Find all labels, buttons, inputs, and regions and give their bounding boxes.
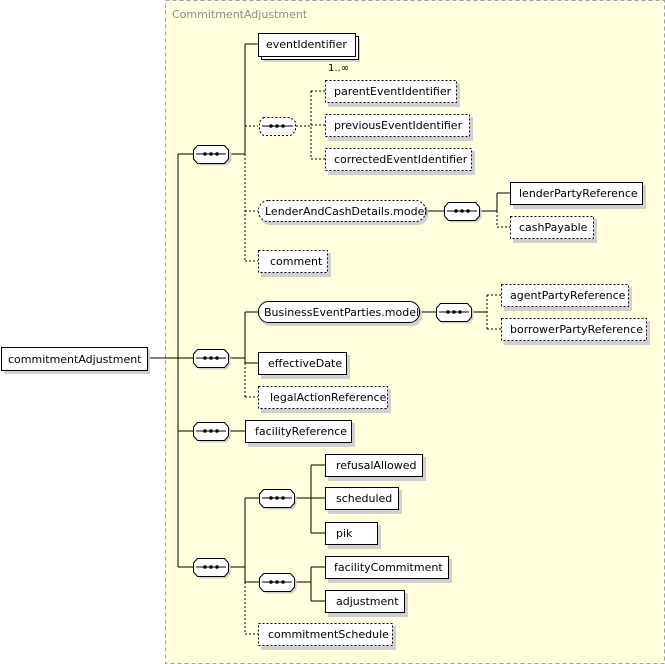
- element-label: correctedEventIdentifier: [334, 153, 468, 166]
- element-label: lenderPartyReference: [519, 187, 638, 200]
- element-label: scheduled: [336, 492, 392, 505]
- group-label: LenderAndCashDetails.model: [265, 205, 427, 218]
- element-label: facilityCommitment: [334, 561, 443, 574]
- element-lender-party-reference[interactable]: lenderPartyReference: [510, 182, 647, 210]
- element-legal-action-reference[interactable]: legalActionReference: [258, 386, 392, 414]
- root-element-label: commitmentAdjustment: [8, 353, 142, 366]
- element-label: cashPayable: [519, 221, 588, 234]
- element-corrected-event-identifier[interactable]: correctedEventIdentifier: [325, 148, 476, 176]
- element-scheduled[interactable]: scheduled: [325, 487, 403, 515]
- sequence-compositor[interactable]: [436, 303, 474, 324]
- sequence-compositor[interactable]: [193, 349, 231, 370]
- element-comment[interactable]: comment: [258, 250, 332, 278]
- element-label: eventIdentifier: [266, 38, 347, 51]
- sequence-compositor[interactable]: [193, 558, 231, 579]
- element-label: borrowerPartyReference: [510, 323, 643, 336]
- element-commitment-schedule[interactable]: commitmentSchedule: [258, 623, 397, 651]
- multiplicity-label: 1..∞: [328, 63, 349, 74]
- sequence-compositor[interactable]: [444, 202, 482, 223]
- element-label: refusalAllowed: [336, 459, 417, 472]
- element-facility-reference[interactable]: facilityReference: [245, 420, 356, 448]
- element-label: parentEventIdentifier: [334, 85, 452, 98]
- element-agent-party-reference[interactable]: agentPartyReference: [501, 284, 633, 312]
- element-label: legalActionReference: [270, 391, 387, 404]
- element-label: adjustment: [336, 595, 399, 608]
- element-adjustment[interactable]: adjustment: [325, 590, 409, 618]
- element-facility-commitment[interactable]: facilityCommitment: [325, 556, 453, 584]
- group-label: BusinessEventParties.model: [264, 306, 419, 319]
- sequence-compositor[interactable]: [193, 145, 232, 166]
- connector-lines: [150, 43, 510, 635]
- element-effective-date[interactable]: effectiveDate: [258, 352, 351, 380]
- element-pik[interactable]: pik: [325, 522, 382, 550]
- element-label: effectiveDate: [268, 357, 342, 370]
- element-previous-event-identifier[interactable]: previousEventIdentifier: [325, 114, 474, 142]
- element-label: pik: [336, 527, 353, 540]
- element-label: agentPartyReference: [510, 289, 626, 302]
- group-business-event-parties[interactable]: BusinessEventParties.model: [258, 301, 423, 327]
- root-element[interactable]: commitmentAdjustment: [1, 347, 151, 375]
- choice-compositor[interactable]: [259, 117, 296, 136]
- group-lender-and-cash-details[interactable]: LenderAndCashDetails.model: [258, 200, 429, 226]
- sequence-compositor[interactable]: [259, 489, 297, 510]
- element-label: facilityReference: [255, 425, 347, 438]
- element-parent-event-identifier[interactable]: parentEventIdentifier: [325, 80, 461, 108]
- element-refusal-allowed[interactable]: refusalAllowed: [325, 454, 427, 482]
- element-label: commitmentSchedule: [268, 628, 389, 641]
- complex-type-title: CommitmentAdjustment: [172, 8, 308, 21]
- element-label: comment: [270, 255, 323, 268]
- element-borrower-party-reference[interactable]: borrowerPartyReference: [501, 318, 651, 346]
- element-cash-payable[interactable]: cashPayable: [510, 216, 598, 244]
- sequence-compositor[interactable]: [193, 422, 231, 443]
- element-label: previousEventIdentifier: [334, 119, 463, 132]
- sequence-compositor[interactable]: [259, 573, 297, 594]
- element-event-identifier[interactable]: eventIdentifier: [258, 33, 361, 63]
